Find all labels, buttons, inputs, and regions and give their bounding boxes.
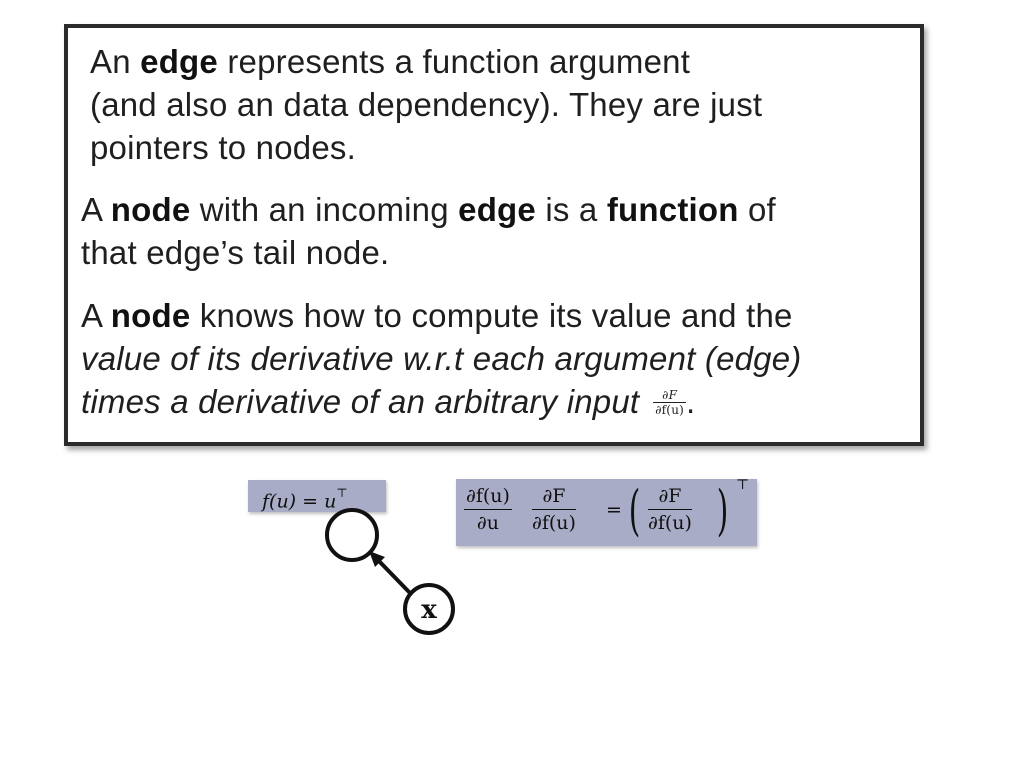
text-run: is a: [535, 191, 607, 228]
text-run: .: [686, 383, 696, 420]
fraction-denominator: ∂u: [476, 512, 499, 534]
text-run: An: [90, 43, 141, 80]
input-node: [403, 583, 455, 635]
text-run: represents a function argument: [217, 43, 691, 80]
term-node: node: [110, 297, 191, 334]
fraction-denominator: ∂f(u): [532, 512, 576, 534]
fraction-denominator: ∂f(u): [648, 512, 692, 534]
text-line-italic: value of its derivative w.r.t each argum…: [81, 340, 802, 377]
term-edge: edge: [458, 191, 536, 228]
term-function: function: [606, 191, 739, 228]
text-run: of: [738, 191, 776, 228]
fraction-denominator: ∂f(u): [655, 402, 685, 417]
term-node: node: [110, 191, 191, 228]
arrowhead-icon: [369, 551, 385, 567]
graph-edge: [373, 555, 412, 595]
edge-paragraph: An edge represents a function argument (…: [90, 40, 762, 169]
term-edge: edge: [140, 43, 218, 80]
text-run: with an incoming: [190, 191, 459, 228]
function-node: [325, 508, 379, 562]
fraction-numerator: ∂f(u): [464, 484, 512, 510]
explanation-box: An edge represents a function argument (…: [64, 24, 924, 446]
text-line: pointers to nodes.: [90, 129, 356, 166]
text-run: knows how to compute its value and the: [190, 297, 793, 334]
node-derivative-paragraph: A node knows how to compute its value an…: [81, 294, 801, 423]
fraction-numerator: ∂F: [648, 484, 692, 510]
right-paren: ): [716, 479, 729, 542]
transpose-symbol: ⊤: [736, 477, 750, 493]
inline-fraction: ∂F∂f(u): [653, 388, 687, 417]
equals-sign: =: [606, 499, 622, 521]
fraction-numerator: ∂F: [653, 388, 687, 403]
text-run: A: [81, 297, 111, 334]
node-function-formula: f(u) = u⊤: [248, 480, 386, 512]
fraction-numerator: ∂F: [532, 484, 576, 510]
node-function-paragraph: A node with an incoming edge is a functi…: [81, 188, 776, 274]
formula-text: f(u) = u⊤: [262, 480, 348, 517]
fraction-df-du: ∂f(u) ∂u: [464, 484, 512, 536]
fraction-dF-df-transposed: ∂F ∂f(u): [648, 484, 692, 536]
derivative-formula: ∂f(u) ∂u ∂F ∂f(u) = ( ∂F ∂f(u) ) ⊤: [456, 477, 757, 546]
text-line: (and also an data dependency). They are …: [90, 86, 763, 123]
text-line: that edge’s tail node.: [81, 234, 390, 271]
text-line-italic: times a derivative of an arbitrary input: [81, 383, 640, 420]
transpose-symbol: ⊤: [336, 486, 348, 500]
text-run: A: [81, 191, 111, 228]
fraction-dF-df: ∂F ∂f(u): [532, 484, 576, 536]
left-paren: (: [628, 479, 641, 542]
formula-expression: f(u) = u: [262, 490, 337, 513]
input-node-label: x: [421, 595, 437, 625]
